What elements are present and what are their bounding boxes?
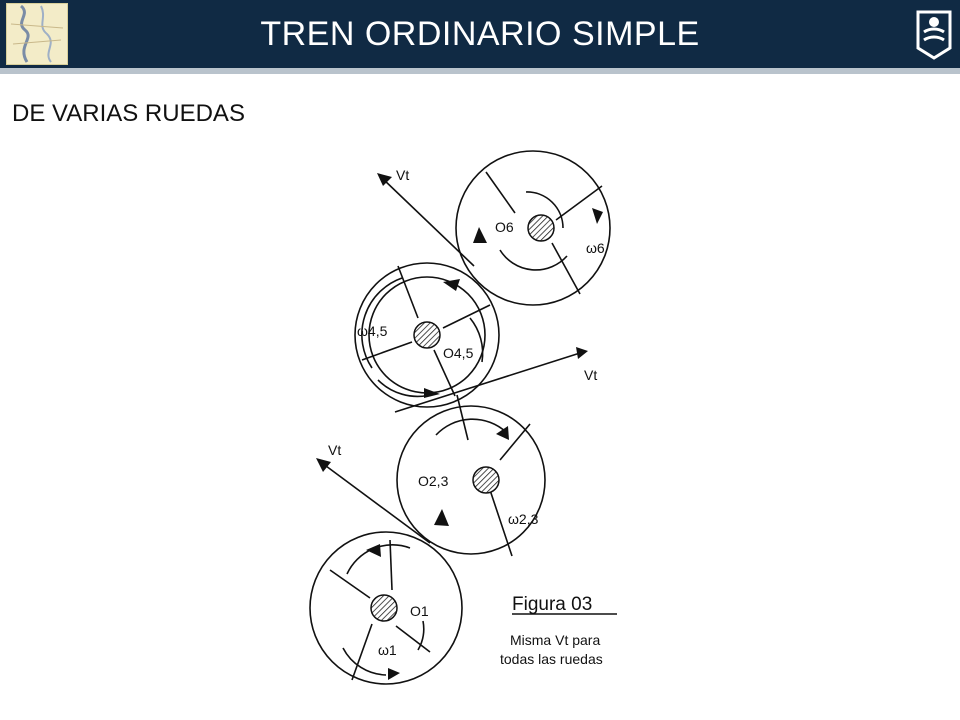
map-logo-icon <box>6 3 68 65</box>
label-w23: ω2,3 <box>508 511 539 527</box>
header-bar: TREN ORDINARIO SIMPLE <box>0 0 960 74</box>
wheel-1 <box>309 531 463 685</box>
section-subtitle: DE VARIAS RUEDAS <box>12 100 245 127</box>
label-o45: O4,5 <box>443 345 474 361</box>
label-vt-middle: Vt <box>584 367 597 383</box>
page-title: TREN ORDINARIO SIMPLE <box>260 15 700 53</box>
wheel-23 <box>396 405 546 555</box>
figure-caption-line1: Misma Vt para <box>510 632 600 648</box>
label-w1: ω1 <box>378 642 397 658</box>
label-w45: ω4,5 <box>357 323 388 339</box>
label-vt-lower: Vt <box>328 442 341 458</box>
wheel-45 <box>354 262 500 408</box>
university-seal-icon <box>912 6 956 62</box>
label-o6: O6 <box>495 219 514 235</box>
wheel-6 <box>455 150 611 306</box>
figure-caption-line2: todas las ruedas <box>500 651 603 667</box>
label-w6: ω6 <box>586 240 605 256</box>
label-o1: O1 <box>410 603 429 619</box>
label-o23: O2,3 <box>418 473 449 489</box>
figure-title: Figura 03 <box>512 594 592 615</box>
label-vt-top: Vt <box>396 167 409 183</box>
